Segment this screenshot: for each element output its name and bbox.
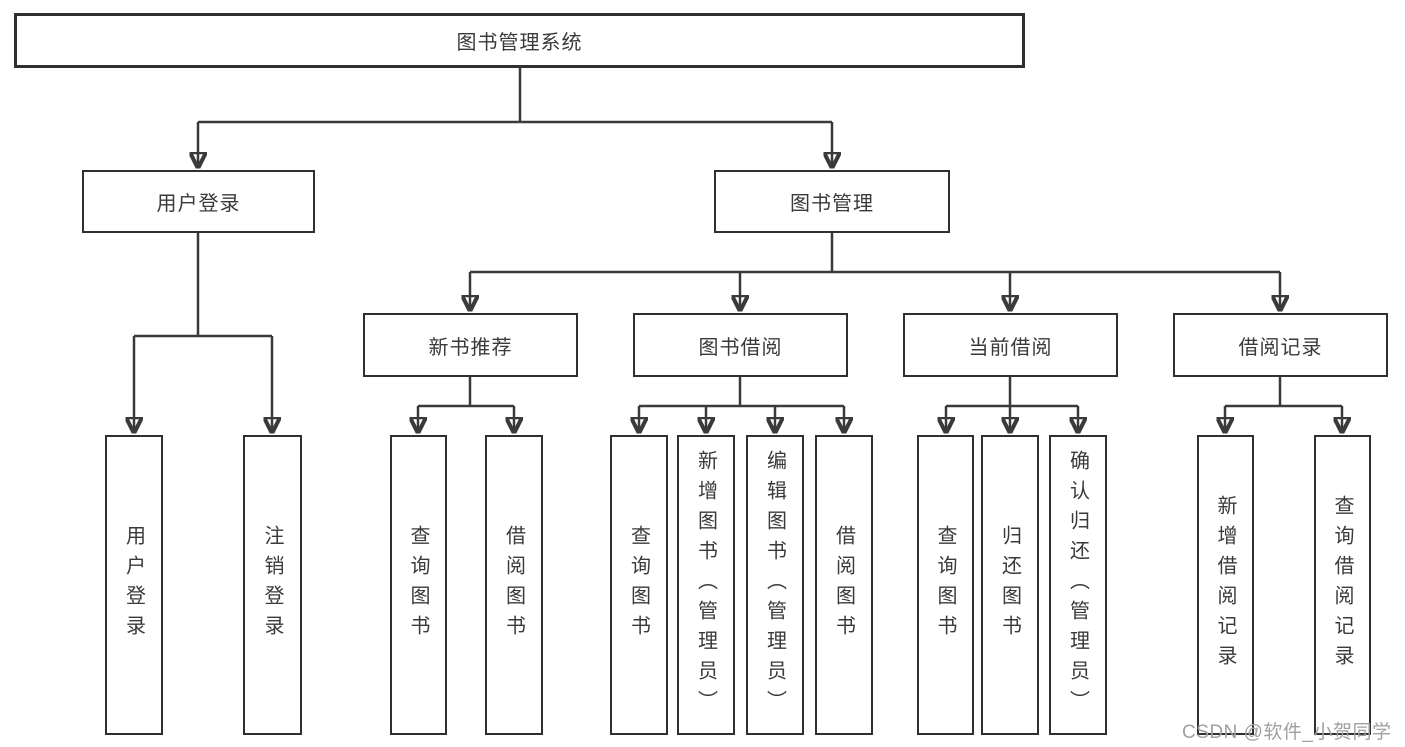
leaf-add-books-admin: 新增图书（管理员）	[677, 435, 735, 735]
node-library-management-system: 图书管理系统	[14, 13, 1025, 68]
node-book-borrow: 图书借阅	[633, 313, 848, 377]
node-label: 确认归还（管理员）	[1066, 450, 1089, 720]
leaf-user-login: 用户登录	[105, 435, 163, 735]
connector-book-management-to-level3	[470, 233, 1280, 309]
node-label: 新增图书（管理员）	[694, 450, 717, 720]
leaf-confirm-return-admin: 确认归还（管理员）	[1049, 435, 1107, 735]
connector-book-borrow-to-children	[639, 377, 844, 431]
connector-user-login-to-children	[134, 233, 272, 431]
node-label: 用户登录	[156, 193, 241, 215]
node-book-management: 图书管理	[714, 170, 950, 233]
node-label: 查询图书	[627, 525, 650, 645]
node-label: 图书管理系统	[456, 32, 583, 54]
connector-new-book-recommend-to-children	[418, 377, 514, 431]
node-label: 查询图书	[934, 525, 956, 645]
leaf-logout: 注销登录	[243, 435, 302, 735]
leaf-query-books-current: 查询图书	[917, 435, 974, 735]
node-label: 图书借阅	[698, 336, 783, 359]
node-label: 查询借阅记录	[1331, 495, 1353, 675]
connector-current-borrow-to-children	[946, 377, 1078, 431]
csdn-watermark: CSDN @软件_小贺同学	[1182, 722, 1392, 743]
node-label: 图书管理	[790, 193, 874, 215]
node-label: 查询图书	[407, 525, 429, 645]
node-label: 归还图书	[998, 525, 1021, 645]
connector-root-to-level2	[198, 68, 832, 166]
node-label: 新增借阅记录	[1214, 495, 1236, 675]
leaf-query-books-borrow: 查询图书	[610, 435, 668, 735]
node-borrow-records: 借阅记录	[1173, 313, 1388, 377]
node-label: 借阅图书	[832, 525, 855, 645]
node-user-login: 用户登录	[82, 170, 315, 233]
node-label: 新书推荐	[428, 336, 513, 359]
leaf-borrow-books-recommend: 借阅图书	[485, 435, 543, 735]
leaf-edit-books-admin: 编辑图书（管理员）	[746, 435, 804, 735]
node-label: 注销登录	[261, 525, 283, 645]
leaf-query-books-recommend: 查询图书	[390, 435, 447, 735]
node-label: 编辑图书（管理员）	[763, 450, 786, 720]
node-label: 用户登录	[122, 525, 145, 645]
leaf-add-borrow-record: 新增借阅记录	[1197, 435, 1254, 735]
node-current-borrow: 当前借阅	[903, 313, 1118, 377]
leaf-return-books: 归还图书	[981, 435, 1039, 735]
leaf-query-borrow-record: 查询借阅记录	[1314, 435, 1371, 735]
leaf-borrow-books: 借阅图书	[815, 435, 873, 735]
node-label: 借阅图书	[502, 525, 525, 645]
node-label: 当前借阅	[968, 336, 1053, 359]
node-label: 借阅记录	[1238, 336, 1323, 359]
node-new-book-recommend: 新书推荐	[363, 313, 578, 377]
connector-borrow-records-to-children	[1225, 377, 1342, 431]
